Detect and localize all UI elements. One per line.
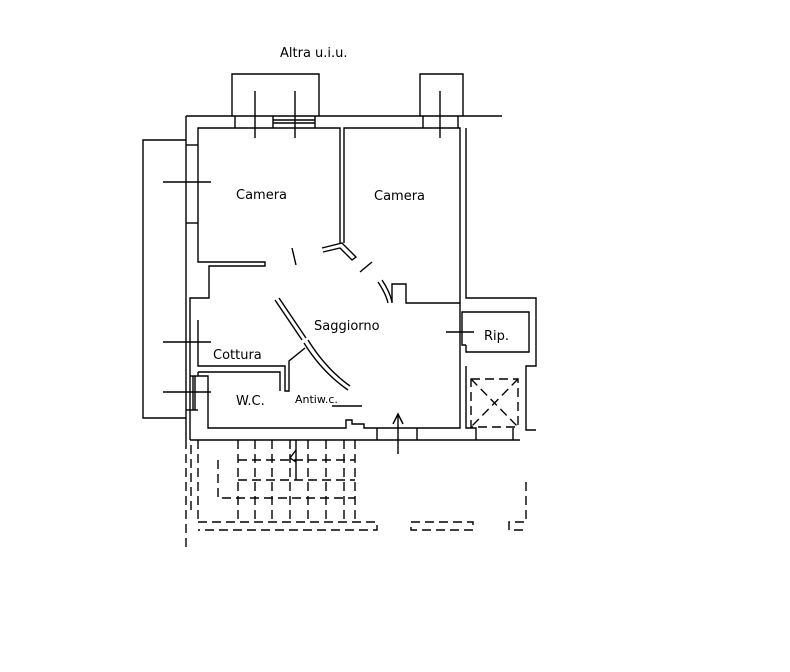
room-label-ripostiglio: Rip.: [484, 329, 509, 344]
entrance-arrow-icon: [392, 412, 404, 454]
room-label-wc: W.C.: [236, 394, 265, 409]
shaft: [470, 378, 519, 428]
doors: [274, 242, 474, 407]
other-unit-label: Altra u.i.u.: [280, 46, 348, 61]
room-label-soggiorno: Saggiorno: [314, 319, 380, 334]
walls: [185, 115, 537, 441]
lower-floor-dashed: [185, 440, 527, 552]
room-label-antiwc: Antiw.c.: [295, 393, 338, 406]
room-labels: Camera Camera Saggiorno Rip. Cottura W.C…: [213, 188, 509, 409]
room-label-camera-1: Camera: [236, 188, 287, 203]
left-balcony: [142, 139, 211, 419]
room-label-camera-2: Camera: [374, 189, 425, 204]
room-label-cottura: Cottura: [213, 348, 262, 363]
top-balconies: [231, 73, 464, 138]
